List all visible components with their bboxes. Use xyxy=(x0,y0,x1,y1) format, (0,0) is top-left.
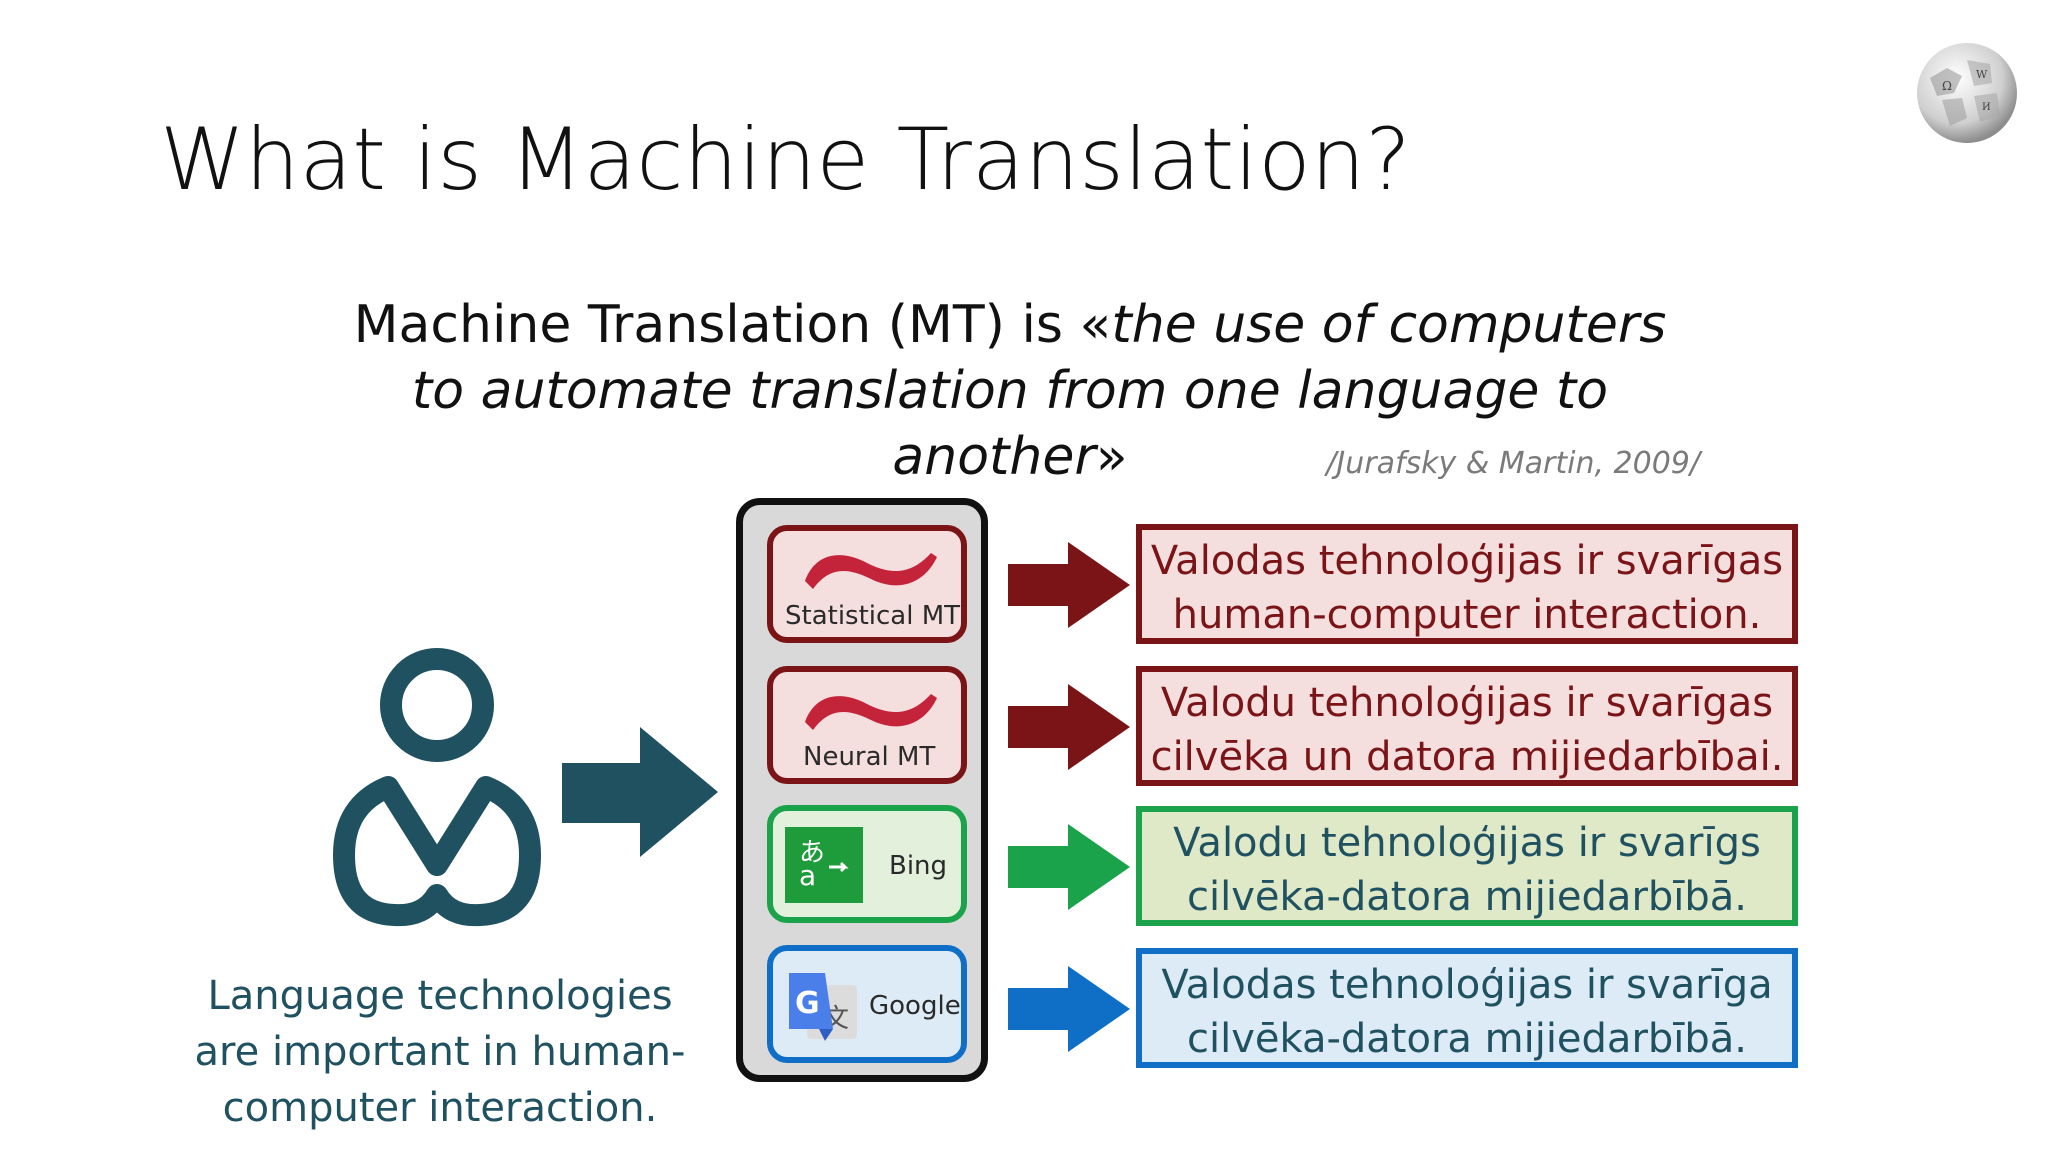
definition-quote: the use of computers to automate transla… xyxy=(411,295,1667,487)
arrow-right-icon xyxy=(1008,684,1130,770)
wikipedia-globe-icon: Ω W И xyxy=(1912,38,2022,148)
output-bing: Valodu tehnoloģijas ir svarīgs cilvēka-d… xyxy=(1136,806,1798,926)
system-google[interactable]: 文 G Google xyxy=(767,945,967,1063)
system-label: Statistical MT xyxy=(785,601,961,631)
definition-lead: Machine Translation (MT) is « xyxy=(353,295,1112,355)
svg-text:Ω: Ω xyxy=(1942,79,1952,93)
tilde-icon xyxy=(805,553,937,589)
arrow-right-icon xyxy=(1008,542,1130,628)
system-statistical-mt[interactable]: Statistical MT xyxy=(767,525,967,643)
citation: /Jurafsky & Martin, 2009/ xyxy=(1326,446,1700,481)
system-neural-mt[interactable]: Neural MT xyxy=(767,666,967,784)
mt-definition: Machine Translation (MT) is «the use of … xyxy=(340,292,1680,490)
output-statistical-mt: Valodas tehnoloģijas ir svarīgas human-c… xyxy=(1136,524,1798,644)
slide-title: What is Machine Translation? xyxy=(160,110,1411,210)
svg-text:G: G xyxy=(795,986,820,1021)
svg-text:a: a xyxy=(799,859,816,892)
output-neural-mt: Valodu tehnoloģijas ir svarīgas cilvēka … xyxy=(1136,666,1798,786)
mt-systems-panel: Statistical MT Neural MT あ a Bing 文 xyxy=(736,498,988,1082)
person-caption: Language technologies are important in h… xyxy=(194,973,686,1131)
system-bing[interactable]: あ a Bing xyxy=(767,805,967,923)
svg-text:W: W xyxy=(1976,68,1988,81)
arrow-right-icon xyxy=(1008,824,1130,910)
bing-translator-icon: あ a xyxy=(785,827,863,903)
tilde-icon xyxy=(805,694,937,730)
svg-text:И: И xyxy=(1982,102,1991,113)
system-label: Neural MT xyxy=(803,742,936,772)
system-label: Bing xyxy=(889,851,948,881)
person-icon xyxy=(330,645,545,935)
definition-tail: » xyxy=(1095,427,1128,487)
system-label: Google xyxy=(869,991,961,1021)
arrow-right-icon xyxy=(1008,966,1130,1052)
output-google: Valodas tehnoloģijas ir svarīga cilvēka-… xyxy=(1136,948,1798,1068)
svg-text:あ: あ xyxy=(799,838,825,868)
google-translate-icon: 文 G xyxy=(789,973,857,1041)
input-arrow-icon xyxy=(560,725,720,860)
